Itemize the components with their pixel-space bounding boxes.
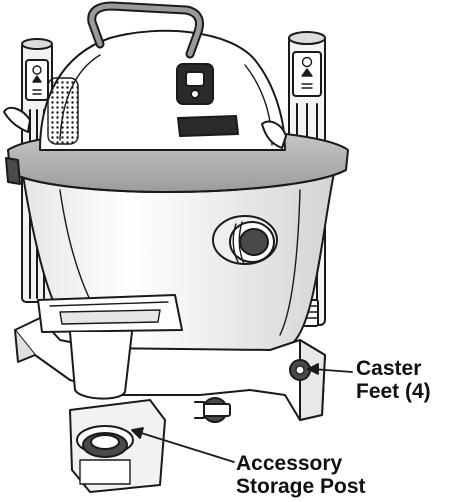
carry-handle xyxy=(87,1,204,59)
caster-feet-leader xyxy=(307,363,353,375)
brand-badge xyxy=(177,115,239,137)
lock-arrow-icon xyxy=(32,65,42,95)
front-accessory-post xyxy=(69,399,166,493)
left-latch xyxy=(3,106,31,133)
power-switch xyxy=(176,63,214,105)
accessory-post-callout: Accessory Storage Post xyxy=(236,452,366,498)
accessory-post-label-line2: Storage Post xyxy=(236,475,366,498)
caster-feet-label-line1: Caster xyxy=(356,357,422,380)
right-latch xyxy=(261,120,287,149)
suction-inlet xyxy=(212,215,278,265)
lock-arrow-icon xyxy=(301,56,313,89)
motor-powerhead xyxy=(39,29,286,151)
vent-grille xyxy=(47,77,79,145)
caster-feet-callout: Caster Feet (4) xyxy=(356,357,431,403)
accessory-post-label-line1: Accessory xyxy=(236,452,343,475)
accessory-post-leader xyxy=(131,427,235,463)
floor-nozzle xyxy=(37,294,183,400)
drain-plug xyxy=(194,397,231,423)
caster-feet-label-line2: Feet (4) xyxy=(356,380,431,403)
